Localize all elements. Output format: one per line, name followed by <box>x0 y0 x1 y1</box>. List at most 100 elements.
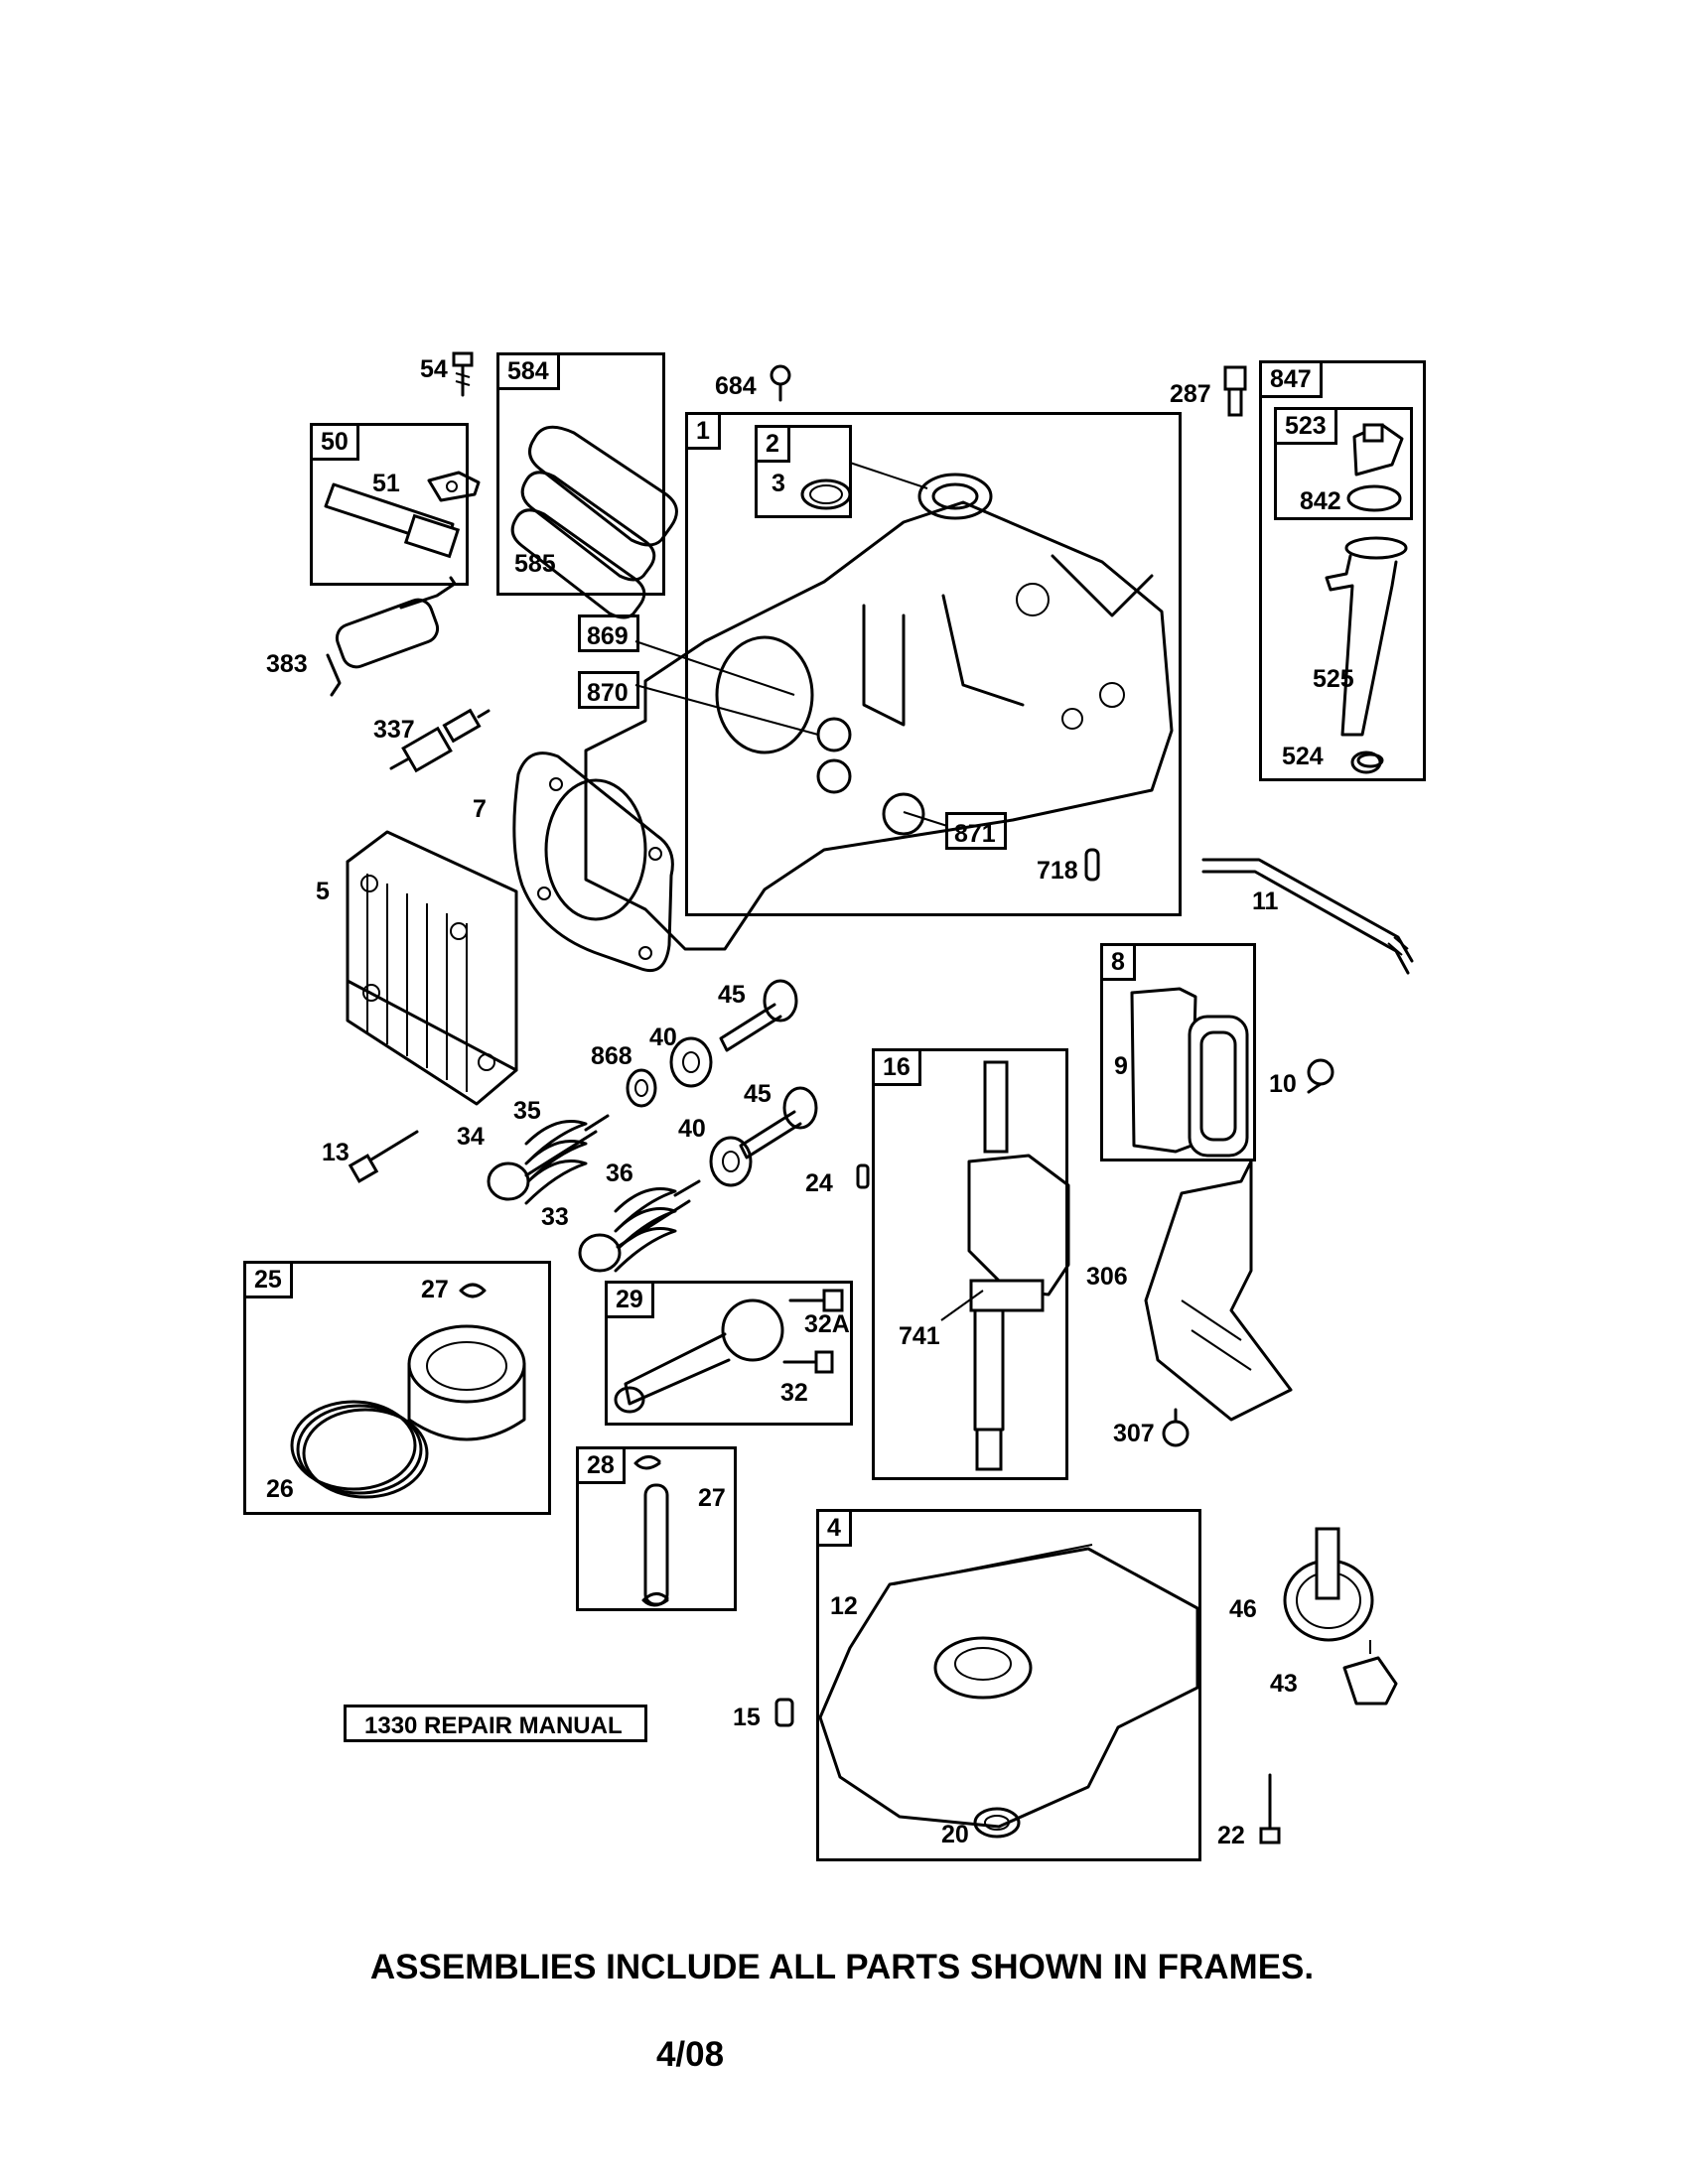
label-524: 524 <box>1282 743 1324 770</box>
repair-manual-label: 1330 REPAIR MANUAL <box>364 1712 623 1739</box>
frame-29: 29 <box>605 1281 853 1426</box>
label-741: 741 <box>899 1322 940 1350</box>
label-718: 718 <box>1037 857 1078 885</box>
part-51-gasket <box>427 471 481 502</box>
label-43: 43 <box>1270 1670 1298 1698</box>
part-46-gear <box>1283 1527 1374 1642</box>
leader-870 <box>634 684 819 736</box>
label-12: 12 <box>830 1592 858 1620</box>
frame-1: 1 <box>685 412 1182 916</box>
label-32: 32 <box>780 1379 808 1407</box>
part-45-valve-upper <box>719 979 798 1052</box>
label-842: 842 <box>1300 487 1341 515</box>
part-34-valve <box>487 1130 598 1201</box>
frame-8: 8 <box>1100 943 1256 1161</box>
frame-tag: 4 <box>816 1509 852 1547</box>
part-27-clip-upper <box>459 1283 487 1298</box>
frame-tag: 50 <box>310 423 359 461</box>
label-34: 34 <box>457 1123 485 1151</box>
frame-25: 25 <box>243 1261 551 1515</box>
part-40-seal-lower <box>709 1136 753 1187</box>
part-7-head-gasket <box>512 751 674 972</box>
frame-4: 4 <box>816 1509 1201 1861</box>
frame-2: 2 <box>755 425 852 518</box>
label-10: 10 <box>1269 1070 1297 1098</box>
assemblies-note: ASSEMBLIES INCLUDE ALL PARTS SHOWN IN FR… <box>369 1948 1315 1986</box>
leader-871 <box>903 811 948 827</box>
part-4-sump <box>818 1547 1199 1829</box>
part-32-bolt <box>782 1350 834 1374</box>
part-15-plug <box>774 1698 794 1727</box>
label-20: 20 <box>941 1821 969 1848</box>
label-46: 46 <box>1229 1595 1257 1623</box>
frame-tag: 29 <box>605 1281 654 1318</box>
part-383-breather <box>326 576 457 697</box>
label-15: 15 <box>733 1704 761 1731</box>
part-13-bolt <box>348 1130 419 1183</box>
label-287: 287 <box>1170 380 1211 408</box>
label-307: 307 <box>1113 1420 1155 1447</box>
leader-741 <box>940 1290 984 1321</box>
label-525: 525 <box>1313 665 1354 693</box>
part-1-cylinder-block <box>584 473 1174 951</box>
part-8-cover <box>1130 987 1249 1158</box>
part-35-spring <box>524 1114 610 1205</box>
frame-16: 16 <box>872 1048 1068 1480</box>
repair-manual-box: 1330 REPAIR MANUAL <box>344 1705 647 1742</box>
label-32A: 32A <box>804 1310 850 1338</box>
date-code: 4/08 <box>655 2035 725 2074</box>
label-11: 11 <box>1252 887 1279 915</box>
part-684-screw <box>770 364 791 402</box>
part-40-seal-upper <box>669 1036 713 1088</box>
label-45: 45 <box>744 1080 772 1108</box>
part-718-dowel <box>1084 848 1100 882</box>
label-306: 306 <box>1086 1263 1128 1291</box>
frame-tag: 8 <box>1100 943 1136 981</box>
frame-tag: 16 <box>872 1048 921 1086</box>
label-383: 383 <box>266 650 308 678</box>
leader-869 <box>634 640 795 696</box>
part-5-cylinder-head <box>346 830 518 1106</box>
part-10-screw <box>1307 1058 1334 1094</box>
part-20-seal <box>973 1807 1021 1839</box>
frame-584: 584 <box>496 352 665 596</box>
frame-847: 847 <box>1259 360 1426 781</box>
callout-869: 869 <box>578 614 639 652</box>
frame-523: 523 <box>1274 407 1413 520</box>
part-45-valve-lower <box>739 1086 818 1160</box>
part-847-dipstick <box>1325 423 1408 774</box>
label-36: 36 <box>606 1160 633 1187</box>
label-45: 45 <box>718 981 746 1009</box>
label-684: 684 <box>715 372 757 400</box>
label-7: 7 <box>473 795 487 823</box>
label-585: 585 <box>514 550 556 578</box>
label-9: 9 <box>1114 1052 1128 1080</box>
part-43-governor <box>1342 1640 1398 1706</box>
part-584-gaskets <box>510 425 678 619</box>
label-33: 33 <box>541 1203 569 1231</box>
frame-tag: 25 <box>243 1261 293 1298</box>
frame-50: 50 <box>310 423 469 586</box>
label-3: 3 <box>772 470 785 497</box>
label-51: 51 <box>372 470 400 497</box>
frame-tag: 1 <box>685 412 721 450</box>
part-11-tube <box>1201 858 1414 975</box>
part-306-shield <box>1144 1160 1293 1422</box>
part-24-dowel <box>856 1163 870 1189</box>
label-40: 40 <box>649 1024 677 1051</box>
frame-tag: 523 <box>1274 407 1337 445</box>
label-27: 27 <box>698 1484 726 1512</box>
label-337: 337 <box>373 716 415 744</box>
label-40: 40 <box>678 1115 706 1143</box>
callout-871: 871 <box>945 812 1007 850</box>
frame-tag: 847 <box>1259 360 1323 398</box>
part-287-bolt <box>1223 365 1247 417</box>
part-337-spark-plug <box>389 708 491 773</box>
label-27: 27 <box>421 1276 449 1303</box>
frame-tag: 2 <box>755 425 790 463</box>
label-24: 24 <box>805 1169 833 1197</box>
part-50-breather-tube <box>324 482 461 559</box>
part-22-bolt <box>1259 1773 1281 1844</box>
label-868: 868 <box>591 1042 632 1070</box>
